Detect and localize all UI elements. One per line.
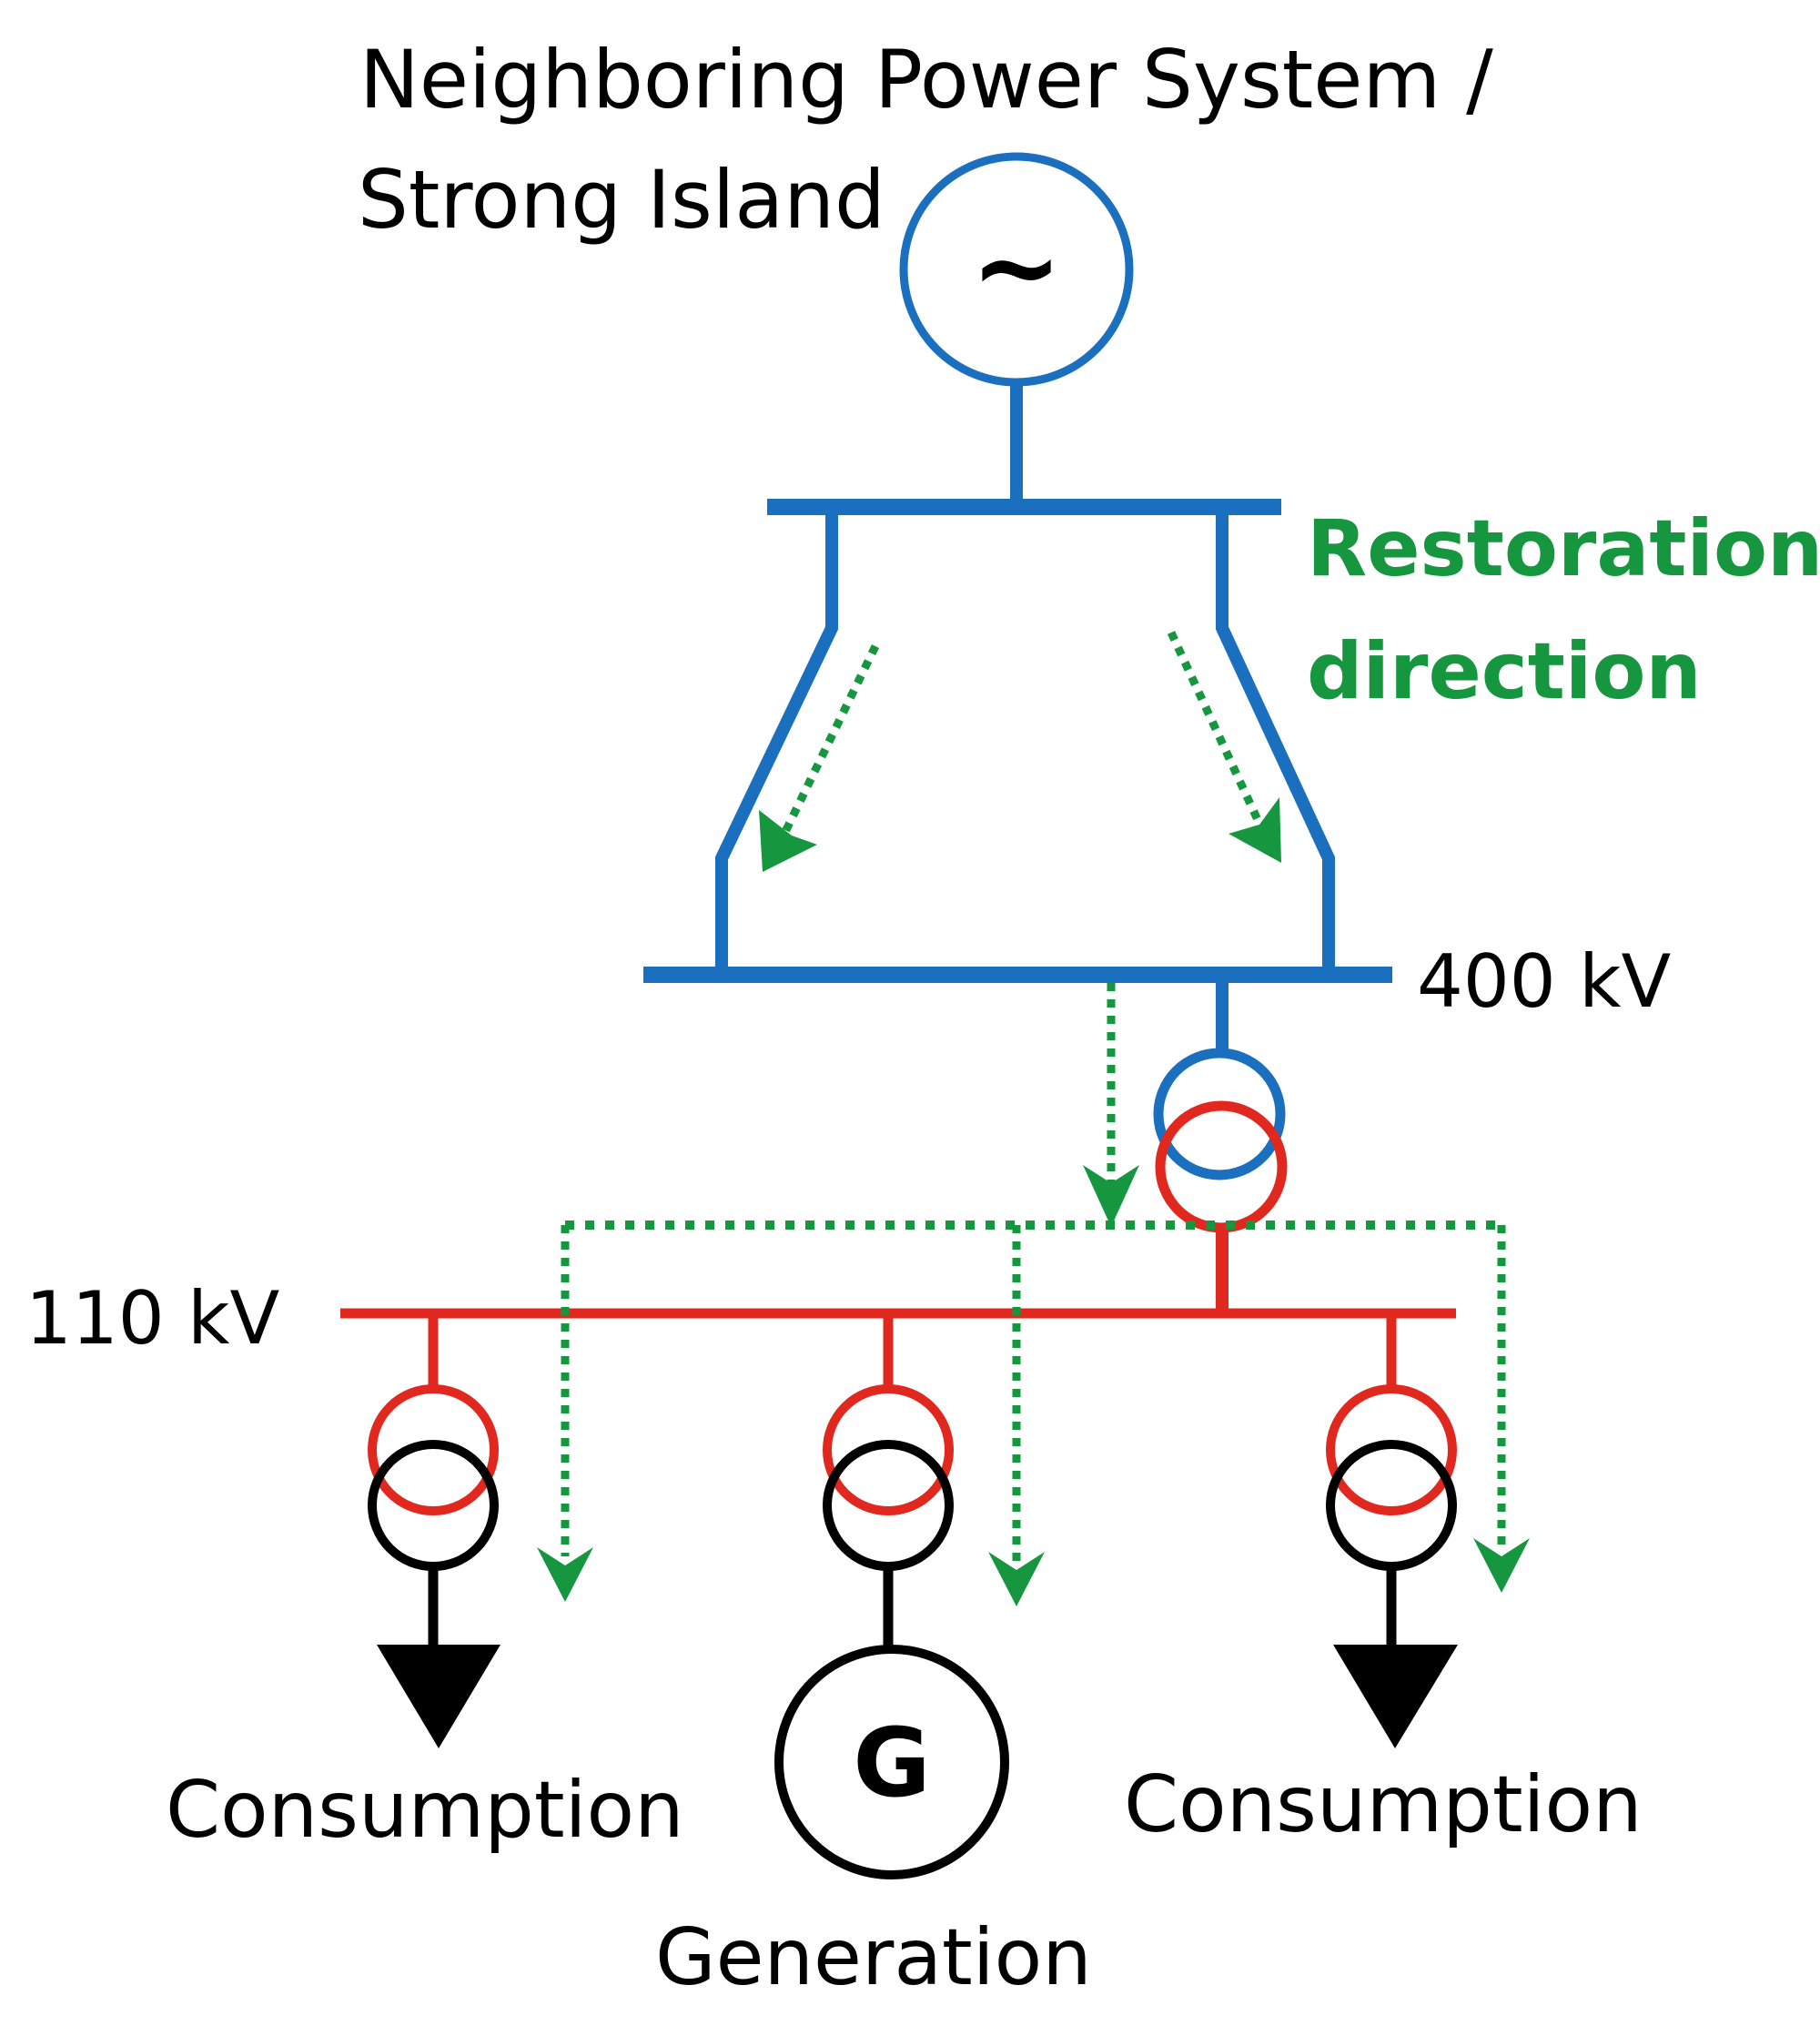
restoration-arrow-right [1167,631,1281,863]
restoration-label-line2: direction [1307,626,1702,717]
restoration-arrow-transformer [1083,983,1139,1227]
consumption-right-label: Consumption [1124,1759,1643,1850]
ac-symbol: ~ [971,205,1063,331]
generator-icon: G [774,1645,1009,1879]
line-left [715,507,838,975]
load-right-icon [1333,1645,1458,1748]
transformer-left-icon [368,1384,499,1571]
transformer-right-icon [1326,1384,1457,1571]
transformer-middle-icon [823,1384,954,1571]
source-label-line2: Strong Island [358,153,885,247]
restoration-arrow-drop-left [537,1225,593,1602]
source-label-line1: Neighboring Power System / [359,33,1493,127]
bus-110kv-label: 110 kV [25,1276,279,1361]
ac-source-icon: ~ [899,152,1134,387]
generation-label: Generation [655,1912,1092,2003]
restoration-arrow-drop-right [1473,1225,1530,1593]
restoration-arrow-left [759,644,880,872]
load-left-icon [377,1645,500,1748]
bus-400kv-label: 400 kV [1417,939,1671,1024]
restoration-arrow-drop-middle [988,1225,1045,1606]
generator-symbol: G [853,1707,930,1818]
main-transformer-icon [1153,1048,1288,1233]
line-right [1216,507,1335,975]
restoration-label-line1: Restoration [1307,503,1820,594]
consumption-left-label: Consumption [166,1765,684,1856]
